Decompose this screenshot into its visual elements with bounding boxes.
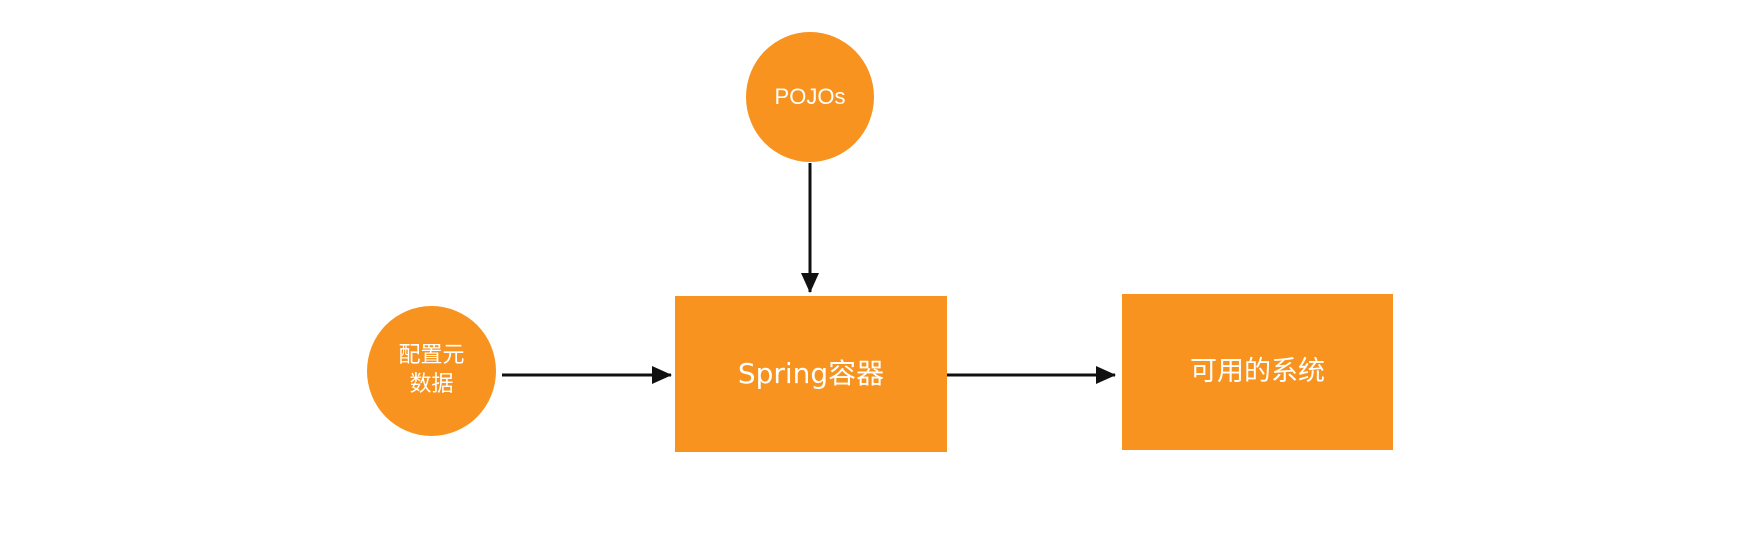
pojos-node: POJOs	[746, 32, 874, 162]
usable-system-node: 可用的系统	[1122, 294, 1393, 450]
usable-system-label: 可用的系统	[1190, 356, 1325, 388]
config-metadata-node: 配置元 数据	[367, 306, 496, 436]
pojos-label: POJOs	[774, 83, 846, 109]
spring-container-node: Spring容器	[675, 296, 947, 452]
spring-container-label: Spring容器	[737, 356, 885, 390]
config-metadata-label: 配置元 数据	[398, 343, 465, 397]
